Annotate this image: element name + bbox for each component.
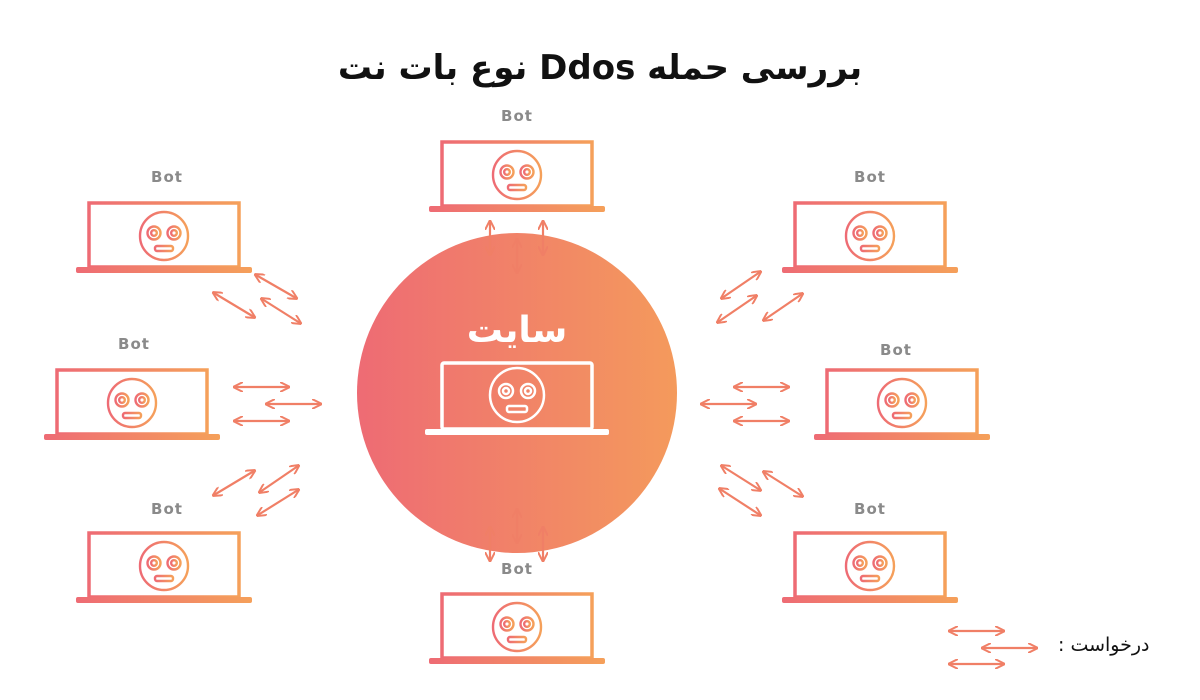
site-laptop-icon <box>425 361 609 435</box>
legend-label: درخواست : <box>1058 634 1150 656</box>
bot-node: Bot <box>76 500 252 603</box>
robot-face-icon <box>138 210 190 262</box>
request-arrow <box>718 296 756 322</box>
robot-face-icon <box>844 210 896 262</box>
robot-face-icon <box>876 377 928 429</box>
laptop-icon <box>782 201 958 273</box>
request-arrows <box>214 222 802 560</box>
site-node: سایت <box>357 233 677 553</box>
bot-node: Bot <box>782 500 958 603</box>
laptop-icon <box>76 201 252 273</box>
laptop-icon <box>814 368 990 440</box>
laptop-icon <box>429 140 605 212</box>
bot-label: Bot <box>501 107 533 125</box>
site-label: سایت <box>467 310 568 351</box>
bot-label: Bot <box>854 500 886 518</box>
robot-face-icon <box>491 601 543 653</box>
request-arrow <box>722 466 760 490</box>
bot-label: Bot <box>151 500 183 518</box>
request-arrow <box>214 471 254 495</box>
bot-node: Bot <box>429 107 605 212</box>
request-arrow <box>258 490 298 515</box>
request-arrow <box>260 466 298 492</box>
bot-node: Bot <box>76 168 252 273</box>
request-arrow <box>722 272 760 298</box>
request-arrow <box>764 294 802 320</box>
bot-node: Bot <box>44 335 220 440</box>
bot-label: Bot <box>501 560 533 578</box>
request-arrow <box>764 472 802 496</box>
request-arrow <box>262 299 300 323</box>
site-robot-face-icon <box>488 366 546 424</box>
bot-label: Bot <box>118 335 150 353</box>
legend <box>950 631 1036 664</box>
robot-face-icon <box>491 149 543 201</box>
laptop-icon <box>76 531 252 603</box>
request-arrow <box>256 275 296 298</box>
bot-node: Bot <box>814 341 990 440</box>
request-arrow <box>214 293 254 317</box>
robot-face-icon <box>106 377 158 429</box>
laptop-icon <box>44 368 220 440</box>
request-arrow <box>720 489 760 515</box>
bot-label: Bot <box>151 168 183 186</box>
site-circle <box>357 233 677 553</box>
bot-node: Bot <box>429 560 605 664</box>
laptop-icon <box>429 592 605 664</box>
robot-face-icon <box>138 540 190 592</box>
laptop-icon <box>782 531 958 603</box>
bot-label: Bot <box>854 168 886 186</box>
bot-node: Bot <box>782 168 958 273</box>
diagram-title: بررسی حمله Ddos نوع بات نت <box>337 48 863 88</box>
bot-label: Bot <box>880 341 912 359</box>
robot-face-icon <box>844 540 896 592</box>
